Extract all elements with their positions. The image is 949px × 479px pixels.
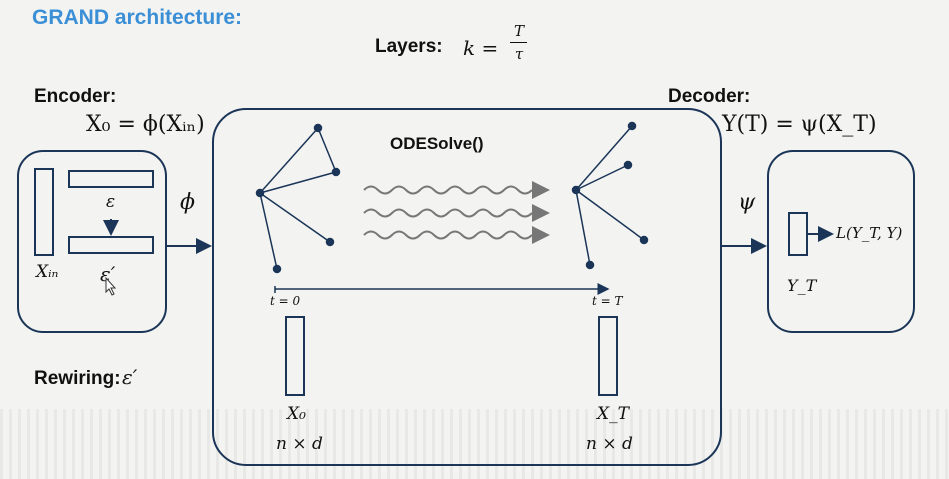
output-matrix <box>788 212 808 256</box>
decoder-label: Decoder: <box>668 86 751 107</box>
xt-label: X_T <box>597 404 629 424</box>
x0-matrix <box>285 316 305 396</box>
rewiring-label: Rewiring: <box>34 368 121 389</box>
x0-label: X₀ <box>287 404 306 424</box>
decoder-box <box>767 150 915 333</box>
x-in-label: Xᵢₙ <box>36 262 59 282</box>
encoder-box <box>17 150 167 333</box>
ode-solve-label: ODESolve() <box>390 134 484 153</box>
phi-symbol: ϕ <box>180 190 195 215</box>
edges-symbol: ε <box>106 192 116 212</box>
frac-bar <box>510 42 527 43</box>
page-title: GRAND architecture: <box>32 6 243 29</box>
diffusion-waves <box>363 185 533 240</box>
decoder-formula: Y(T) = ψ(X_T) <box>722 112 877 137</box>
rewired-edge-set-bar <box>68 236 154 254</box>
t-end-label: t = T <box>592 294 623 308</box>
cursor-icon <box>105 276 117 296</box>
xt-matrix <box>598 316 618 396</box>
layers-frac-num: T <box>513 22 524 40</box>
layers-formula: k = <box>463 36 499 60</box>
encoder-label: Encoder: <box>34 86 117 107</box>
ode-solver-box <box>212 108 722 466</box>
layers-label: Layers: <box>375 36 443 57</box>
edge-set-bar <box>68 170 154 188</box>
layers-frac-den: τ <box>514 45 524 63</box>
rewired-edges-symbol: ε′ <box>100 262 116 286</box>
encoder-formula: X₀ = ϕ(Xᵢₙ) <box>86 112 205 137</box>
initial-graph <box>255 123 341 274</box>
evolved-graph <box>571 121 649 270</box>
dim-left-label: n × d <box>276 434 323 454</box>
t-start-label: t = 0 <box>270 294 301 308</box>
rewiring-symbol: ε′ <box>122 365 138 389</box>
background-texture <box>0 409 949 479</box>
dim-right-label: n × d <box>586 434 633 454</box>
encoder-input-matrix <box>34 168 54 256</box>
loss-label: L(Y_T, Y) <box>836 224 903 242</box>
y-t-label: Y_T <box>787 276 817 295</box>
psi-symbol: ψ <box>738 190 756 215</box>
